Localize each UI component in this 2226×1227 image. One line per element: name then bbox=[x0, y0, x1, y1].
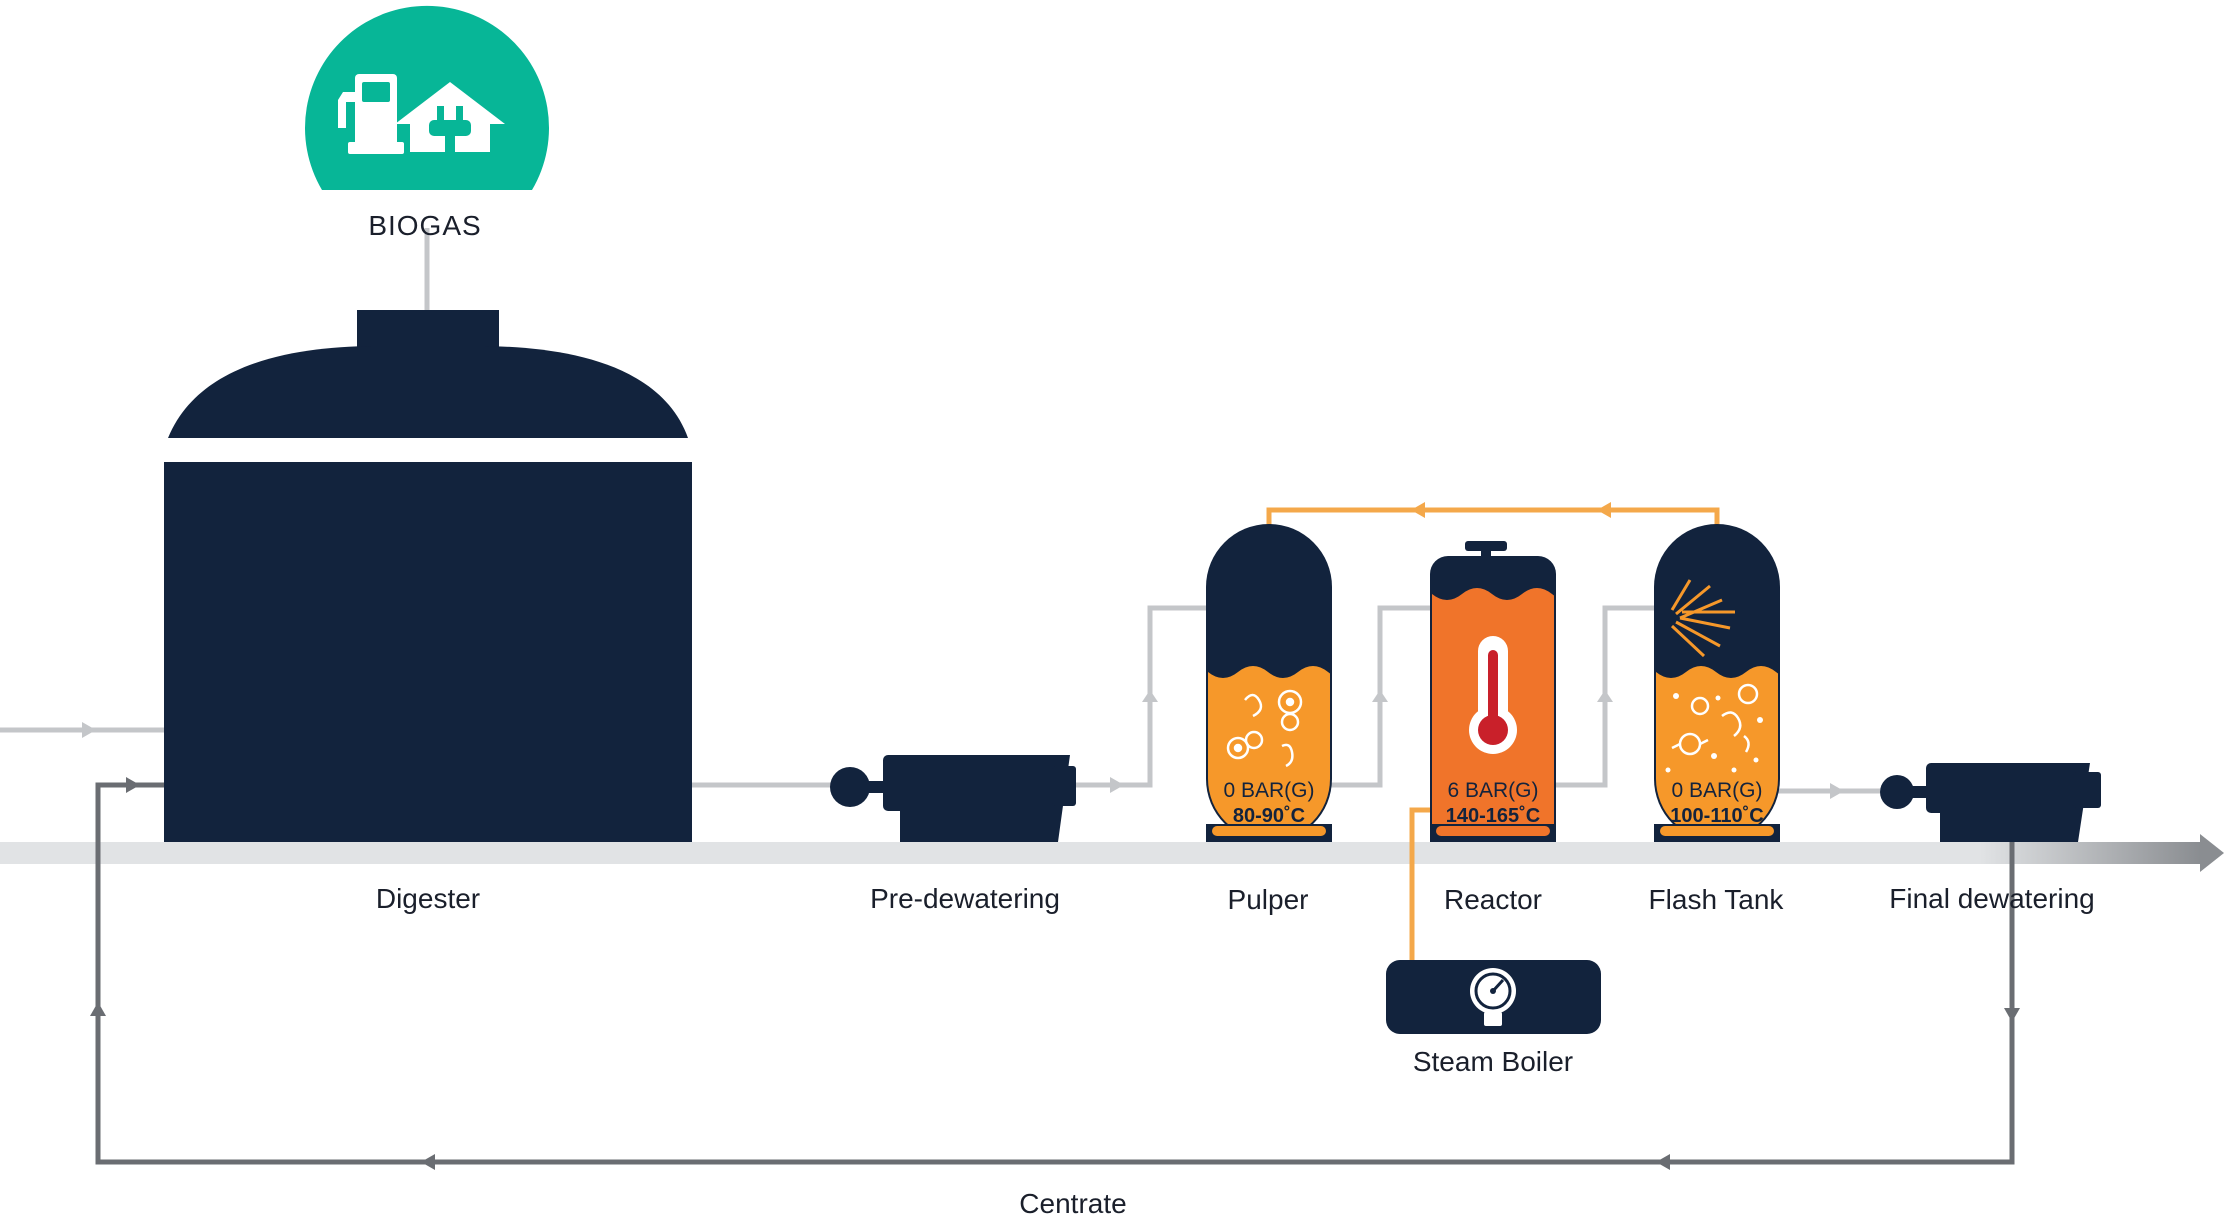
bacteria-icon bbox=[1226, 689, 1303, 768]
final-dewatering-label: Final dewatering bbox=[1889, 883, 2094, 914]
biogas-dome bbox=[304, 5, 549, 191]
digester-label: Digester bbox=[376, 883, 480, 914]
flash-tank-label: Flash Tank bbox=[1649, 884, 1785, 915]
pulper-vessel bbox=[1206, 524, 1332, 842]
biogas-label: BIOGAS bbox=[368, 210, 481, 241]
steam-pipes bbox=[1266, 507, 1720, 960]
steam-flow-arrows bbox=[1411, 502, 1611, 518]
thermometer-icon bbox=[1469, 636, 1517, 754]
pulper-pressure: 0 BAR(G) bbox=[1223, 779, 1314, 802]
reactor-pressure: 6 BAR(G) bbox=[1447, 779, 1538, 802]
flash-tank-pressure: 0 BAR(G) bbox=[1671, 779, 1762, 802]
flash-tank-temperature: 100-110˚C bbox=[1670, 804, 1763, 827]
ground-line bbox=[0, 834, 2224, 872]
steam-boiler bbox=[1386, 960, 1601, 1034]
pulper-label: Pulper bbox=[1228, 884, 1309, 915]
centrate-pipe bbox=[90, 777, 2020, 1170]
reactor-vessel bbox=[1430, 541, 1556, 842]
bacteria-icon bbox=[1671, 683, 1759, 756]
fuel-pump-icon bbox=[338, 74, 404, 154]
house-plug-icon bbox=[395, 82, 505, 152]
centrate-label: Centrate bbox=[1019, 1188, 1126, 1219]
digester-tank bbox=[164, 310, 692, 842]
pulper-temperature: 80-90˚C bbox=[1233, 804, 1305, 827]
reactor-label: Reactor bbox=[1444, 884, 1542, 915]
process-flow-arrows bbox=[82, 690, 1844, 799]
reactor-temperature: 140-165˚C bbox=[1446, 804, 1541, 827]
flash-tank-vessel bbox=[1654, 524, 1780, 842]
final-dewatering-press bbox=[1880, 763, 2101, 842]
pre-dewatering-press bbox=[830, 755, 1076, 842]
bacteria-dots bbox=[1665, 693, 1763, 773]
pre-dewatering-label: Pre-dewatering bbox=[870, 883, 1060, 914]
steam-burst-icon bbox=[1670, 579, 1735, 658]
steam-boiler-label: Steam Boiler bbox=[1413, 1046, 1573, 1077]
pressure-gauge-icon bbox=[1470, 968, 1516, 1026]
